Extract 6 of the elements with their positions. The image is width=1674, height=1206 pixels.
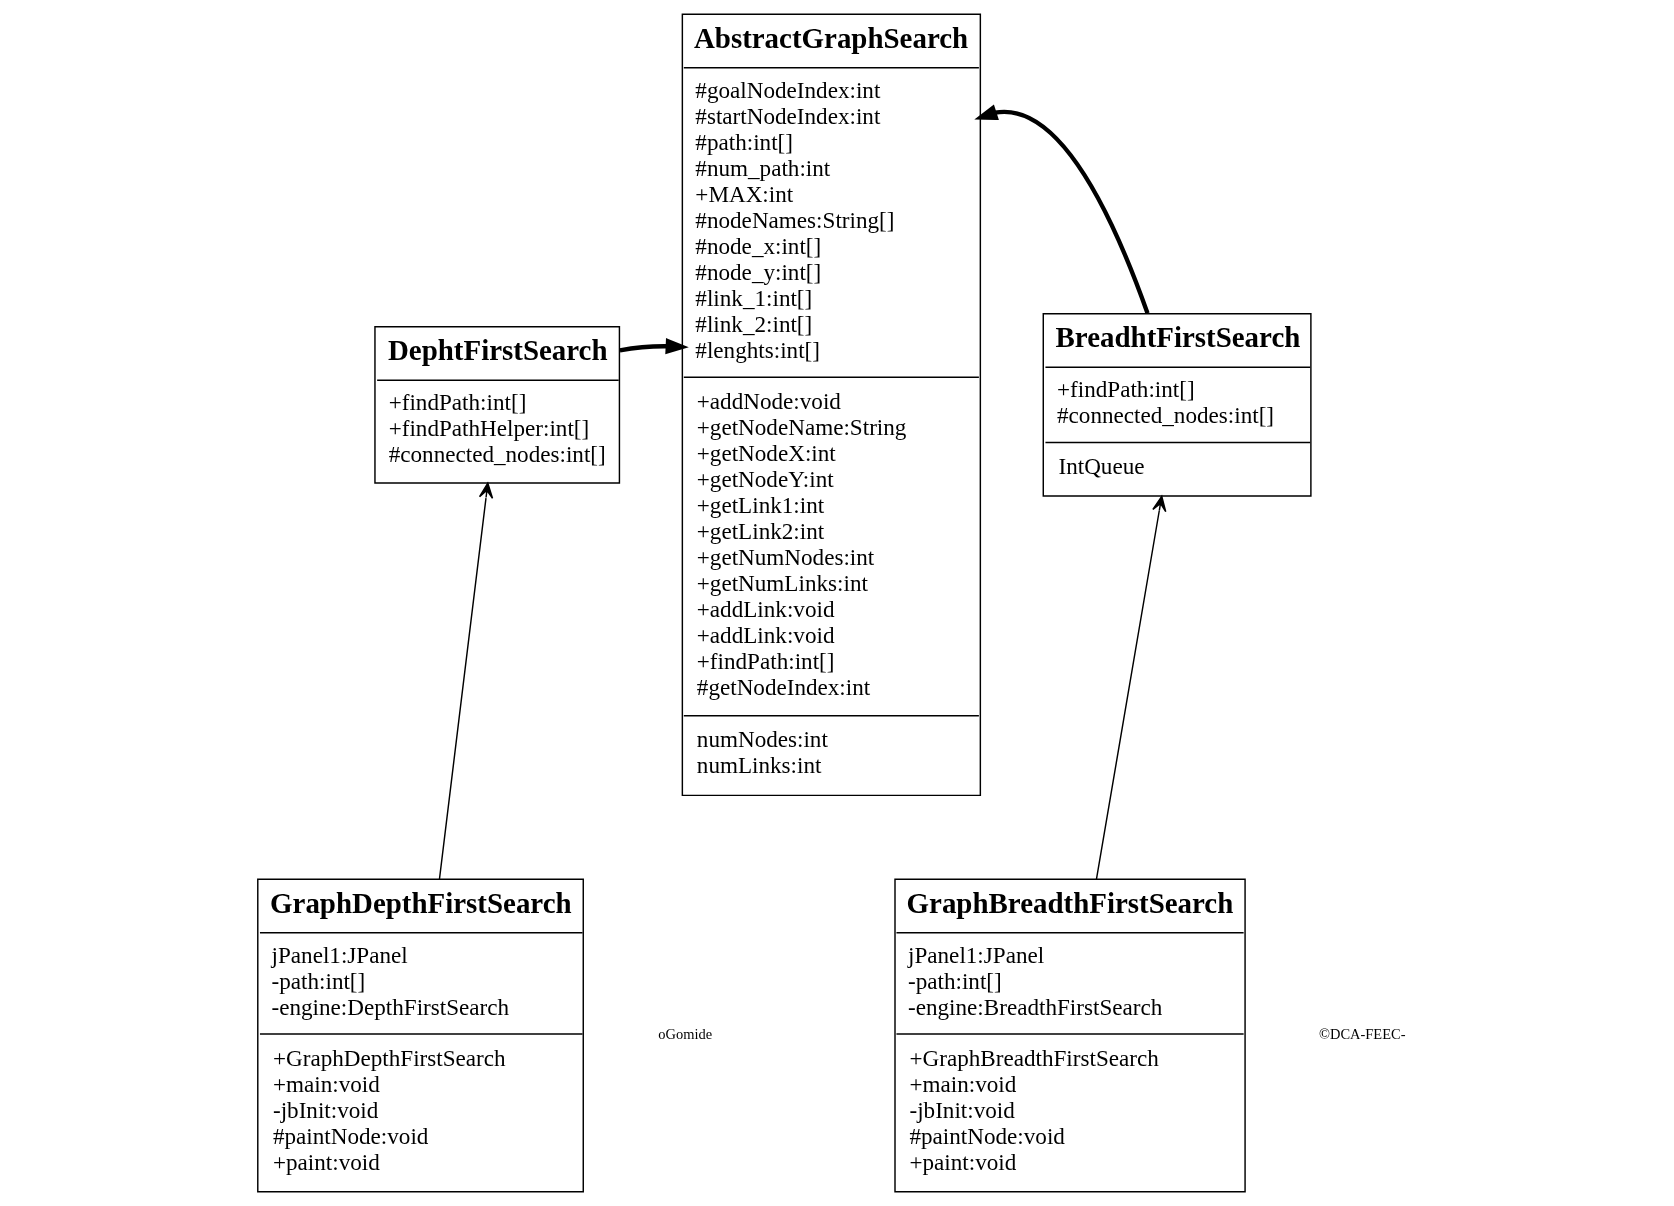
arrow — [1095, 495, 1166, 881]
arrow — [973, 104, 1150, 314]
arrow — [619, 338, 689, 355]
label: ©DCA-FEEC- — [1318, 1026, 1405, 1043]
arrow — [438, 482, 493, 881]
label: oGomide — [657, 1026, 712, 1043]
